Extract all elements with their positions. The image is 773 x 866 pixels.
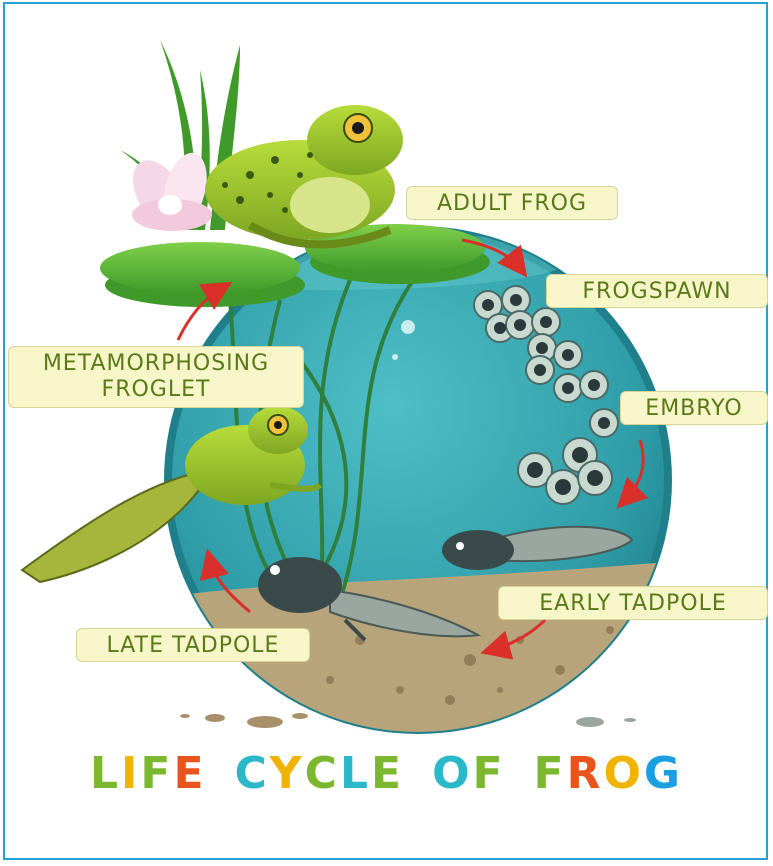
title-letter: F [140,748,173,799]
label-froglet-line-1: METAMORPHOSING [9,351,303,377]
title-letter: G [644,748,683,799]
title-letter: L [90,748,121,799]
title-letter: C [235,748,270,799]
label-adult-frog: ADULT FROG [406,186,618,220]
title-word: CYCLE [235,748,405,799]
title-letter: C [305,748,340,799]
title-letter: O [432,748,472,799]
title-letter: F [472,748,505,799]
title-letter: R [567,748,604,799]
label-frogspawn: FROGSPAWN [546,274,768,308]
title-letter: E [371,748,404,799]
title-word: OF [432,748,505,799]
label-froglet-line-2: FROGLET [9,377,303,403]
title-word: FROG [534,748,683,799]
title-word: LIFE [90,748,207,799]
title-letter: O [604,748,644,799]
label-early-tadpole: EARLY TADPOLE [498,586,768,620]
label-late-tadpole: LATE TADPOLE [76,628,310,662]
title-letter: E [173,748,206,799]
title-letter: F [534,748,567,799]
title-letter: I [121,748,140,799]
title-letter: L [340,748,371,799]
label-metamorphosing-froglet: METAMORPHOSING FROGLET [8,346,304,408]
label-embryo: EMBRYO [620,391,768,425]
title-letter: Y [270,748,305,799]
